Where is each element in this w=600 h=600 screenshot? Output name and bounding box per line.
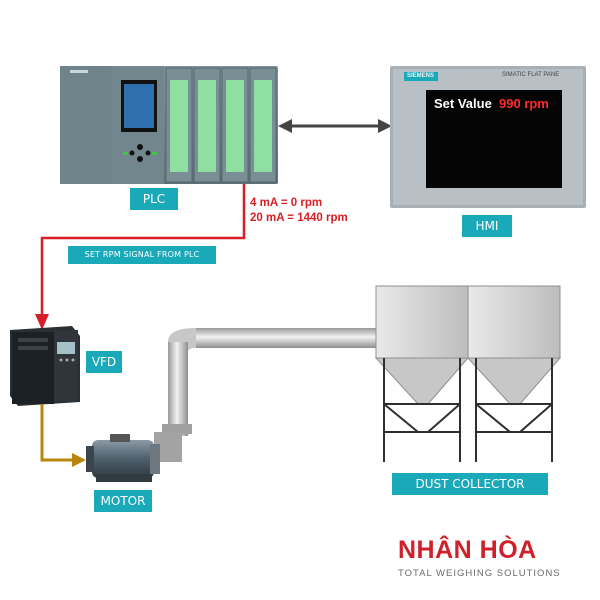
dust-collector-label: DUST COLLECTOR — [392, 473, 548, 495]
hmi-set-value-readout: 990 rpm — [499, 96, 549, 111]
motor-label: MOTOR — [94, 490, 152, 512]
company-logo-name: NHÂN HÒA — [398, 536, 537, 564]
plc-device — [60, 66, 278, 184]
hmi-label: HMI — [462, 215, 512, 237]
company-logo-tagline: TOTAL WEIGHING SOLUTIONS — [398, 568, 561, 579]
plc-hmi-link-arrow — [278, 119, 392, 133]
dust-collector — [374, 285, 562, 462]
hmi-brand-label: SIEMENS — [407, 73, 435, 79]
plc-io-modules — [165, 67, 277, 183]
scaling-line-2: 20 mA = 1440 rpm — [250, 212, 348, 224]
scaling-line-1: 4 mA = 0 rpm — [250, 197, 323, 209]
vfd-device — [10, 326, 80, 406]
plc-vfd-signal-line — [35, 184, 246, 330]
motor-device — [86, 434, 160, 482]
signal-label: SET RPM SIGNAL FROM PLC — [68, 246, 216, 264]
hmi-device — [390, 66, 586, 208]
vfd-label: VFD — [86, 351, 122, 373]
hmi-model-label: SIMATIC FLAT PANE — [502, 72, 560, 78]
vfd-motor-link — [40, 404, 86, 467]
plc-label: PLC — [130, 188, 178, 210]
duct-pipe — [154, 328, 380, 462]
hmi-set-value-label: Set Value — [434, 96, 492, 111]
